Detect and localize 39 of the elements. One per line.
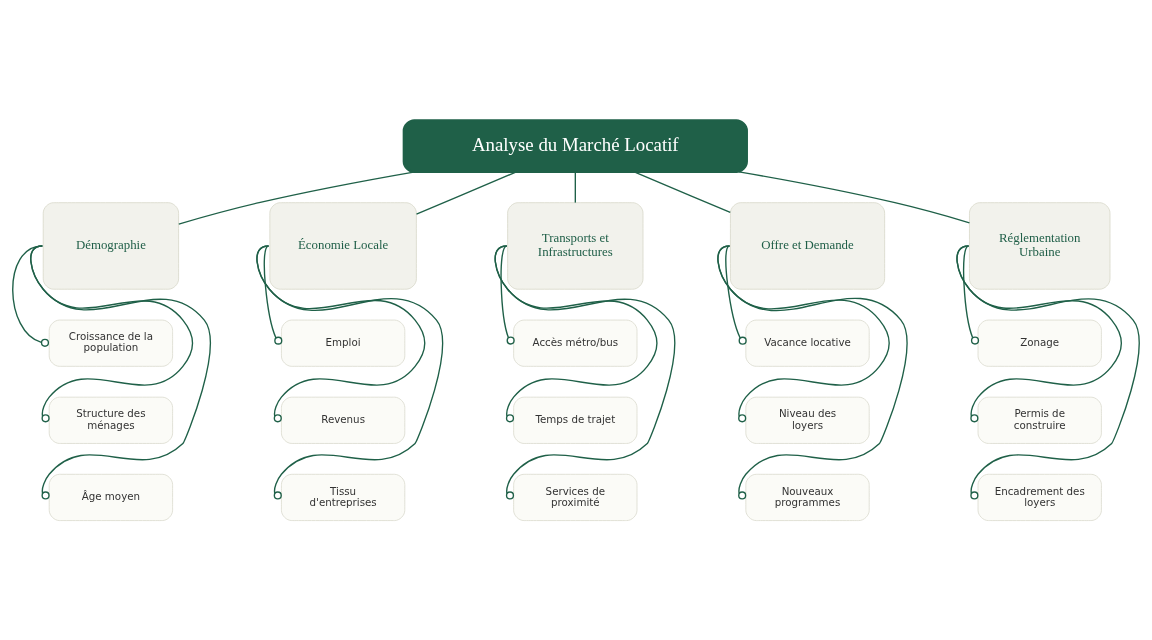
- node-box: Revenus: [281, 396, 406, 444]
- connector: [725, 244, 747, 345]
- node-box: Croissance de la population: [48, 319, 174, 367]
- node-box: Économie Locale: [269, 201, 417, 290]
- node-box: Permis de construire: [977, 396, 1102, 444]
- node-box: Zonage: [977, 319, 1102, 367]
- node-box: Niveau des loyers: [745, 396, 870, 444]
- node-box: Réglementation Urbaine: [969, 201, 1111, 290]
- connector: [12, 244, 50, 347]
- node-box: Âge moyen: [48, 473, 174, 521]
- connector: [738, 170, 971, 223]
- node-box: Démographie: [42, 201, 180, 290]
- node-box: Encadrement des loyers: [977, 473, 1102, 521]
- node-box: Vacance locative: [745, 319, 870, 367]
- connector: [962, 244, 980, 345]
- connector: [178, 170, 416, 225]
- node-box: Tissu d'entreprises: [281, 473, 406, 521]
- connector: [256, 244, 444, 500]
- connector: [717, 244, 890, 422]
- node-box: Services de proximité: [513, 473, 638, 521]
- node-box: Accès métro/bus: [513, 319, 638, 367]
- node-box: Nouveaux programmes: [745, 473, 870, 521]
- connector: [574, 170, 576, 203]
- connector: [415, 170, 518, 215]
- connector: [30, 244, 211, 500]
- connector: [500, 244, 515, 345]
- node-box: Structure des ménages: [48, 396, 174, 444]
- node-box: Emploi: [281, 319, 406, 367]
- node-box: Transports et Infrastructures: [507, 201, 644, 290]
- connector: [494, 244, 676, 500]
- connector: [256, 244, 426, 422]
- connector: [956, 244, 1140, 500]
- connector: [717, 244, 908, 500]
- node-box: Temps de trajet: [513, 396, 638, 444]
- connector: [956, 244, 1123, 422]
- connector: [633, 170, 731, 213]
- connector: [263, 244, 283, 345]
- node-box: Offre et Demande: [730, 201, 886, 290]
- node-box: Analyse du Marché Locatif: [402, 118, 748, 173]
